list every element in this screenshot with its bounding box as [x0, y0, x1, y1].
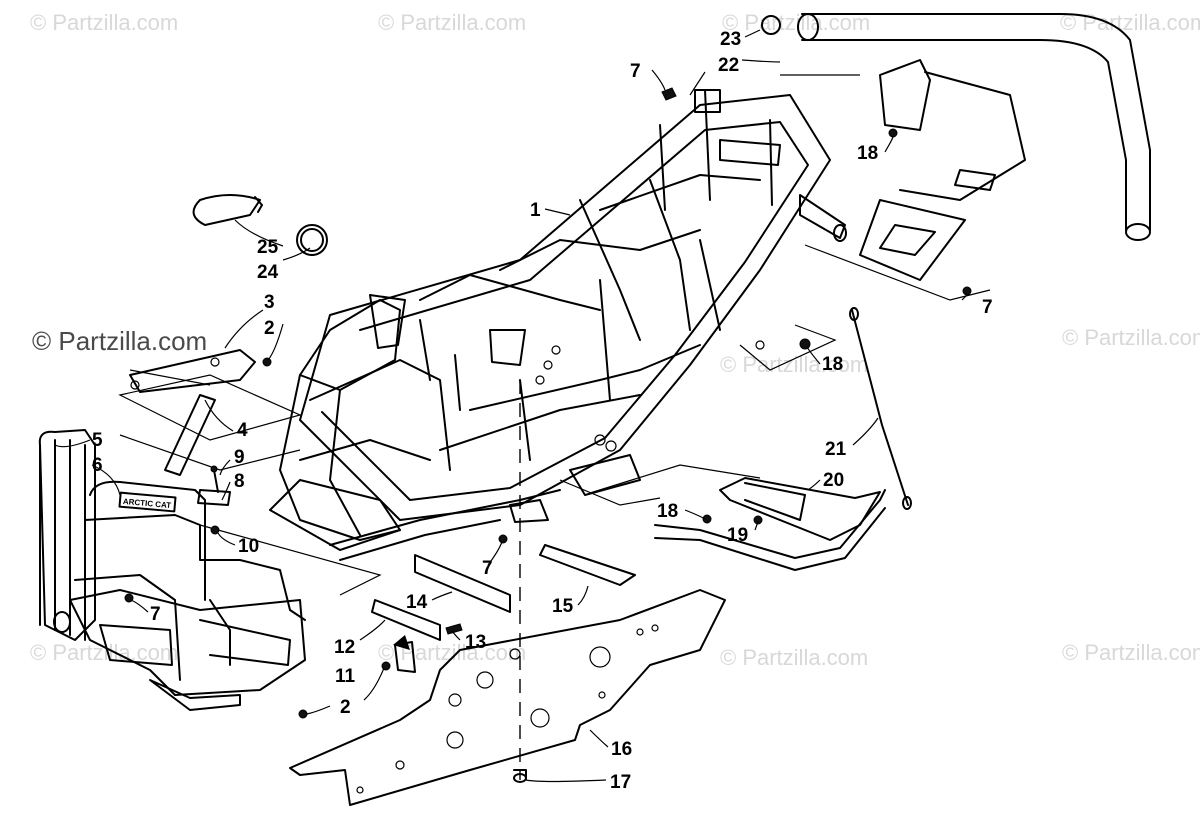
watermark: © Partzilla.com — [30, 640, 178, 665]
callout-18: 18 — [857, 143, 878, 164]
callout-18: 18 — [657, 501, 678, 522]
callout-20: 20 — [823, 470, 844, 491]
skid-brackets — [371, 544, 636, 673]
clamps — [192, 194, 328, 256]
callout-5: 5 — [92, 430, 103, 451]
watermark: © Partzilla.com — [378, 10, 526, 35]
watermark: © Partzilla.com — [720, 352, 868, 377]
leader-lines — [54, 29, 968, 783]
watermark: © Partzilla.com — [1060, 10, 1200, 35]
callout-13: 13 — [465, 632, 486, 653]
callout-2: 2 — [264, 318, 275, 339]
callout-8: 8 — [234, 471, 245, 492]
footrest — [654, 307, 912, 571]
callout-12: 12 — [334, 637, 355, 658]
callout-11: 11 — [335, 666, 356, 687]
callout-7: 7 — [482, 558, 493, 579]
callout-2: 2 — [340, 697, 351, 718]
assembly-lines — [118, 71, 991, 780]
callout-6: 6 — [92, 455, 103, 476]
callout-22: 22 — [718, 55, 739, 76]
callout-10: 10 — [238, 536, 259, 557]
callout-1: 1 — [530, 200, 541, 221]
bumper-badge: ARCTIC CAT — [123, 497, 172, 510]
watermarks: © Partzilla.com © Partzilla.com © Partzi… — [30, 10, 1200, 670]
callout-19: 19 — [727, 525, 748, 546]
callout-9: 9 — [234, 447, 245, 468]
callout-7: 7 — [150, 604, 161, 625]
watermark: © Partzilla.com — [30, 10, 178, 35]
callout-4: 4 — [237, 420, 248, 441]
rear-rack — [797, 13, 1151, 281]
callout-3: 3 — [264, 292, 275, 313]
callout-23: 23 — [720, 29, 741, 50]
front-bumper: ARCTIC CAT — [38, 429, 306, 711]
callout-15: 15 — [552, 596, 574, 617]
callout-18: 18 — [822, 354, 843, 375]
bumper-brackets — [129, 349, 256, 506]
callout-16: 16 — [611, 739, 632, 760]
callout-7: 7 — [982, 297, 993, 318]
callout-24: 24 — [257, 262, 279, 283]
callout-7: 7 — [630, 61, 641, 82]
main-frame — [269, 89, 847, 561]
callout-25: 25 — [257, 237, 279, 258]
callout-14: 14 — [406, 592, 428, 613]
skid-plate — [289, 589, 726, 806]
watermark: © Partzilla.com — [1062, 640, 1200, 665]
watermark: © Partzilla.com — [720, 645, 868, 670]
watermark-prominent: © Partzilla.com — [32, 326, 207, 356]
callout-17: 17 — [610, 772, 631, 793]
callout-21: 21 — [825, 439, 847, 460]
watermark: © Partzilla.com — [1062, 325, 1200, 350]
callout-labels: 1 2 2 3 4 5 6 7 7 7 7 8 9 10 11 12 13 14… — [92, 29, 993, 793]
